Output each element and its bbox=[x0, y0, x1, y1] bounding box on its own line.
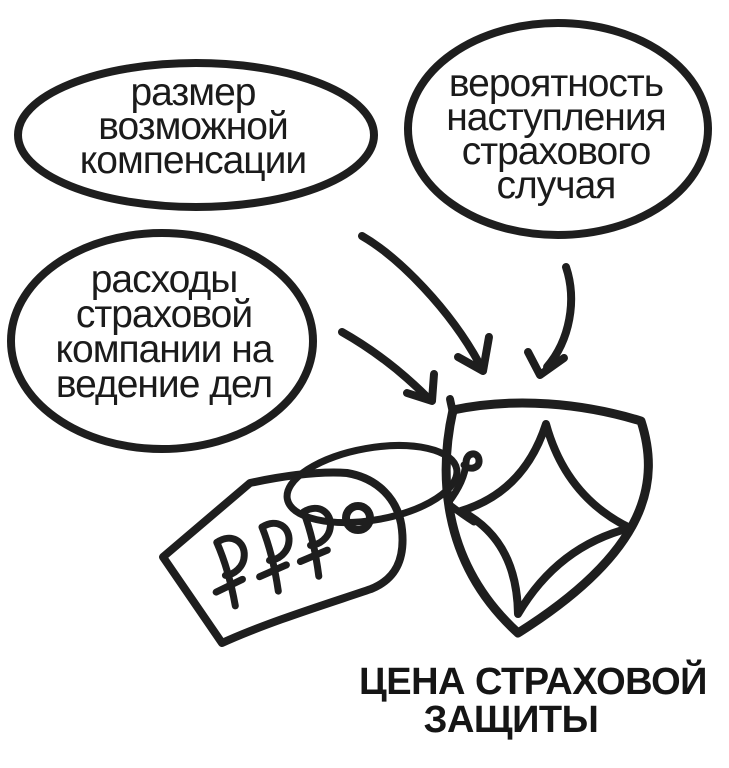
string-loop bbox=[283, 442, 461, 526]
arrow-from-expenses-icon bbox=[338, 328, 438, 405]
factor-line: страховой bbox=[75, 293, 253, 336]
factor-line: ведение дел bbox=[55, 363, 273, 406]
string-curl bbox=[444, 450, 483, 507]
bubble-probability-outline bbox=[404, 19, 712, 239]
tag-string-icon bbox=[283, 442, 483, 526]
arrow-from-probability-icon bbox=[524, 263, 576, 379]
caption-line-1: ЦЕНА СТРАХОВОЙ bbox=[359, 661, 708, 703]
factor-line: страхового bbox=[461, 130, 652, 173]
bubble-expenses-text: расходы страховой компании на ведение де… bbox=[0, 258, 334, 406]
factor-line: размер bbox=[130, 71, 256, 114]
factor-line: наступления bbox=[446, 96, 667, 139]
factor-line: возможной bbox=[98, 105, 289, 148]
factor-line: компенсации bbox=[79, 139, 307, 182]
factor-line: случая bbox=[496, 164, 617, 207]
shield-pen-stub bbox=[446, 395, 457, 417]
shield-star bbox=[457, 420, 634, 618]
factor-line: расходы bbox=[90, 258, 239, 301]
factor-line: компании на bbox=[55, 328, 274, 371]
caption-line-2: ЗАЩИТЫ bbox=[423, 699, 599, 741]
arrow-from-compensation-icon bbox=[358, 232, 493, 375]
price-tag-icon bbox=[159, 468, 407, 647]
shield-icon bbox=[441, 395, 653, 638]
shield-outline bbox=[441, 398, 653, 638]
string-tail bbox=[446, 501, 478, 526]
bubble-compensation-outline bbox=[14, 59, 378, 211]
bubble-expenses-outline bbox=[7, 229, 317, 453]
factor-line: вероятность bbox=[448, 62, 664, 105]
bubble-probability-text: вероятность наступления страхового случа… bbox=[386, 62, 726, 207]
bubble-compensation-text: размер возможной компенсации bbox=[23, 71, 363, 182]
